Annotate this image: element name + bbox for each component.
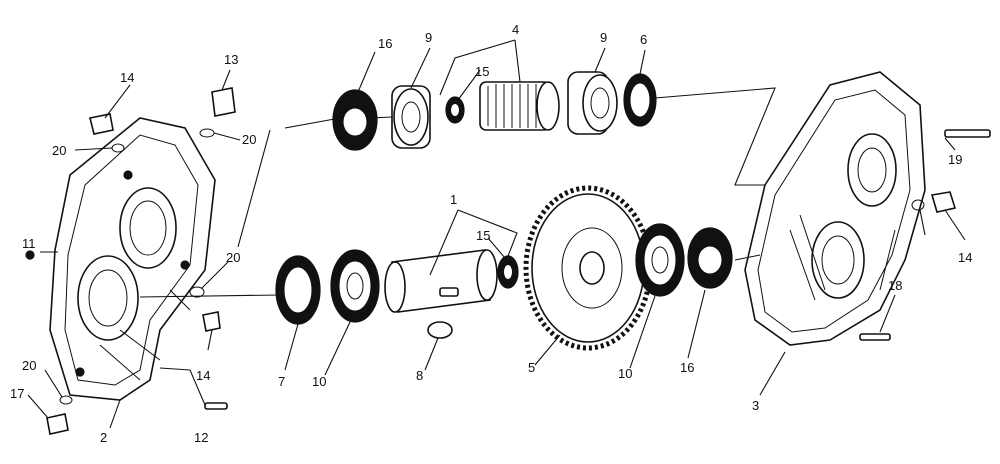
callout-4: 4 — [512, 22, 519, 37]
callouts: 1 2 3 4 5 6 7 8 9 9 10 10 11 12 13 14 14… — [10, 22, 972, 445]
callout-9-right: 9 — [600, 30, 607, 45]
left-housing — [49, 117, 216, 401]
callout-8: 8 — [416, 368, 423, 383]
upper-bearing-9-left — [391, 85, 431, 149]
upper-seal-16 — [332, 89, 378, 151]
callout-3: 3 — [752, 398, 759, 413]
lower-bearing-10-right — [635, 223, 685, 297]
lower-seal-16 — [687, 227, 733, 289]
callout-10-left: 10 — [312, 374, 326, 389]
right-housing — [744, 71, 926, 346]
gear-5 — [523, 185, 653, 351]
callout-6: 6 — [640, 32, 647, 47]
callout-14-top: 14 — [120, 70, 134, 85]
key-8 — [427, 321, 453, 339]
callout-13: 13 — [224, 52, 238, 67]
lower-spacer-15 — [497, 255, 519, 289]
callout-2: 2 — [100, 430, 107, 445]
callout-15-top: 15 — [475, 64, 489, 79]
upper-spacer-15 — [445, 96, 465, 124]
callout-14-right: 14 — [958, 250, 972, 265]
leader-lines — [27, 39, 966, 429]
callout-19: 19 — [948, 152, 962, 167]
callout-14-bottom: 14 — [196, 368, 210, 383]
callout-16-bottom: 16 — [680, 360, 694, 375]
callout-9-left: 9 — [425, 30, 432, 45]
callout-15-bottom: 15 — [476, 228, 490, 243]
callout-20-bottom: 20 — [22, 358, 36, 373]
callout-7: 7 — [278, 374, 285, 389]
callout-1: 1 — [450, 192, 457, 207]
callout-11: 11 — [22, 236, 36, 251]
callout-20-mid: 20 — [226, 250, 240, 265]
shaft-1 — [384, 249, 498, 313]
callout-5: 5 — [528, 360, 535, 375]
callout-10-right: 10 — [618, 366, 632, 381]
callout-20-top-right: 20 — [242, 132, 256, 147]
callout-16-top: 16 — [378, 36, 392, 51]
splined-sleeve-4 — [479, 81, 560, 131]
seal-6 — [623, 73, 657, 127]
hardware — [25, 87, 991, 435]
callout-17: 17 — [10, 386, 24, 401]
callout-12: 12 — [194, 430, 208, 445]
callout-18: 18 — [888, 278, 902, 293]
upper-bearing-9-right — [567, 71, 618, 135]
lower-bearing-10-left — [330, 249, 380, 323]
callout-20-top-left: 20 — [52, 143, 66, 158]
lower-seal-7 — [275, 255, 321, 325]
